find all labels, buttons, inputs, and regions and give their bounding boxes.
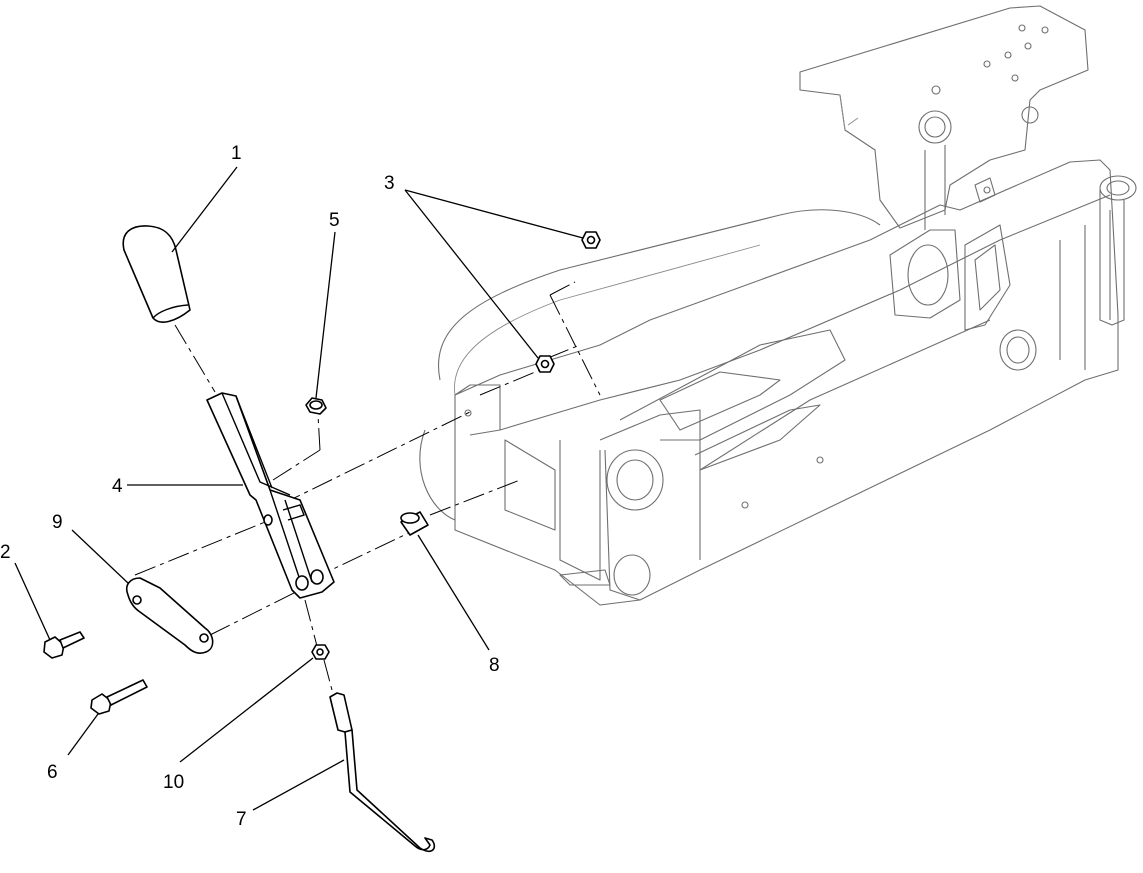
leader-10 <box>179 657 314 763</box>
callout-10: 10 <box>163 772 184 793</box>
leader-1 <box>171 166 238 253</box>
callout-9: 9 <box>52 512 63 533</box>
leader-8 <box>417 534 490 651</box>
callout-2: 2 <box>0 542 11 563</box>
lever-nut <box>305 397 327 415</box>
control-lever <box>206 392 335 599</box>
link-plate <box>125 577 214 654</box>
spacer <box>400 511 429 536</box>
leader-9 <box>71 529 129 584</box>
short-bolt <box>43 631 85 659</box>
callout-5: 5 <box>329 210 340 231</box>
leader-5 <box>315 231 336 399</box>
rod-nut <box>311 644 330 660</box>
long-bolt <box>90 679 148 715</box>
callout-4: 4 <box>112 476 123 497</box>
frame-nut-upper <box>581 231 601 249</box>
callout-3: 3 <box>384 173 395 194</box>
leader-3b <box>404 189 539 359</box>
callout-8: 8 <box>489 655 500 676</box>
leader-7 <box>252 759 345 811</box>
callout-7: 7 <box>236 809 247 830</box>
leader-lines <box>14 166 584 811</box>
frame-assembly <box>419 5 1137 606</box>
callout-6: 6 <box>47 762 58 783</box>
leader-2 <box>14 562 51 641</box>
leader-3a <box>404 189 584 239</box>
control-rod <box>329 692 436 853</box>
callout-1: 1 <box>231 143 242 164</box>
leader-6 <box>67 713 99 756</box>
callout-labels: 1 2 3 4 5 6 7 8 9 10 <box>0 143 500 830</box>
frame-nut-lower <box>535 355 555 373</box>
grip <box>122 225 191 323</box>
